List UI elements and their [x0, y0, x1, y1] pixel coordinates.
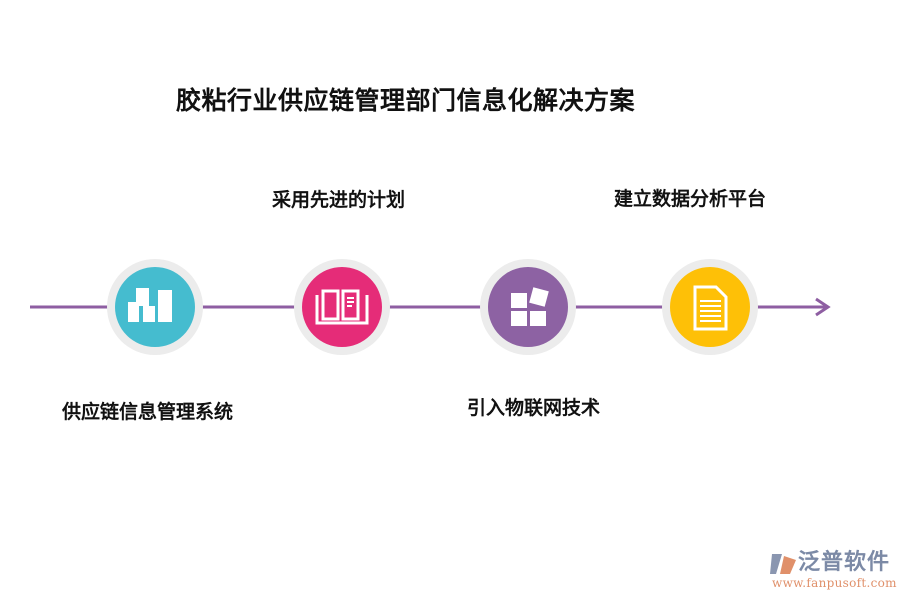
step-label-1: 供应链信息管理系统 [62, 401, 234, 423]
timeline-arrowhead [815, 297, 831, 317]
logo-name: 泛普软件 [798, 550, 891, 575]
puzzle-icon [511, 287, 549, 326]
step-node-2 [294, 259, 390, 355]
buildings-icon [128, 288, 172, 322]
logo-url: www.fanpusoft.com [772, 576, 897, 590]
step-node-4 [662, 259, 758, 355]
document-icon [693, 285, 728, 331]
logo-icon [770, 554, 796, 574]
step-label-3: 引入物联网技术 [467, 397, 601, 419]
page-title: 胶粘行业供应链管理部门信息化解决方案 [176, 86, 636, 115]
step-label-4: 建立数据分析平台 [614, 188, 767, 210]
step-node-3 [480, 259, 576, 355]
step-node-1 [107, 259, 203, 355]
open-book-icon [315, 289, 369, 325]
step-label-2: 采用先进的计划 [272, 189, 406, 211]
